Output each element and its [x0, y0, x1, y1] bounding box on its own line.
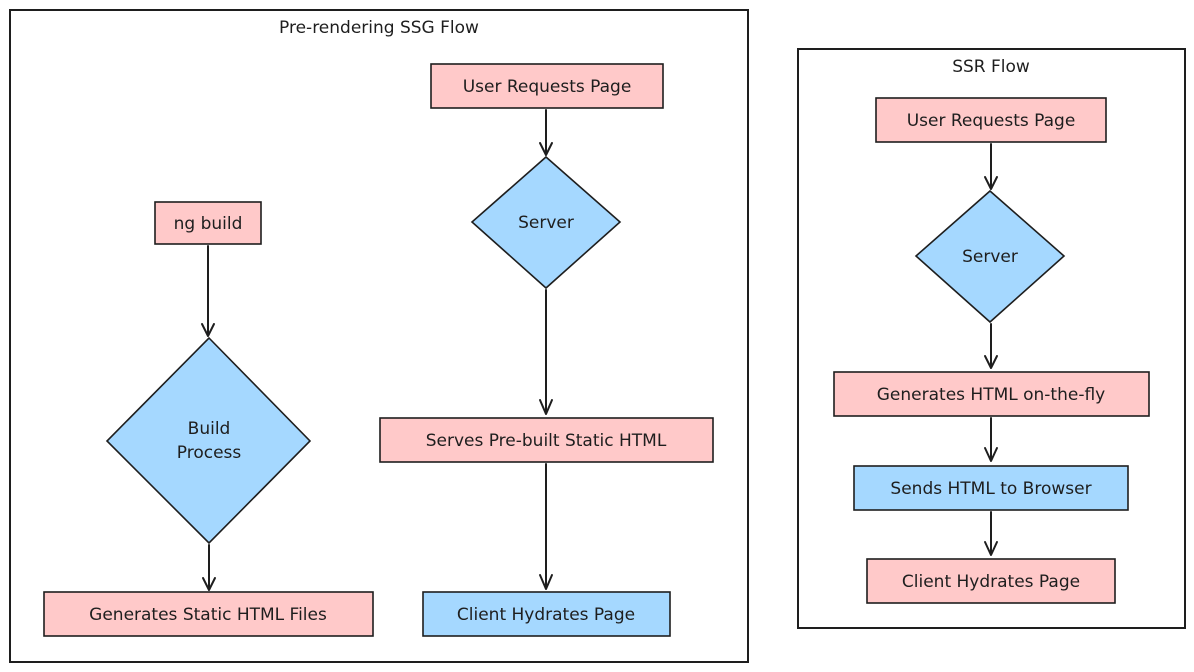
ng-build-box: [154, 201, 262, 245]
generates-static-label: Generates Static HTML Files: [89, 605, 327, 625]
ssg-client-hydrates-node: Client Hydrates Page: [422, 591, 671, 637]
generates-static-box: [43, 591, 374, 637]
ssr-user-requests-node: User Requests Page: [875, 97, 1107, 143]
ssg-flow-frame: Pre-rendering SSG Flow: [9, 9, 749, 663]
ssg-arrow-process-to-generate: [202, 544, 216, 591]
build-process-label-line2: Process: [177, 443, 242, 463]
ssg-client-hydrates-label: Client Hydrates Page: [457, 605, 635, 625]
ssg-serves-prebuilt-node: Serves Pre-built Static HTML: [379, 417, 714, 463]
ssr-client-hydrates-box: [866, 558, 1116, 604]
ssr-client-hydrates-label: Client Hydrates Page: [902, 572, 1080, 592]
build-process-diamond: [105, 336, 312, 545]
ng-build-label: ng build: [174, 214, 243, 234]
ssr-arrow-generates-to-sends: [984, 417, 998, 462]
ssr-server-diamond: [914, 189, 1066, 324]
serves-prebuilt-box: [379, 417, 714, 463]
ssr-server-label: Server: [962, 247, 1018, 267]
ssg-arrow-serves-to-client: [539, 463, 553, 590]
ssr-generates-html-label: Generates HTML on-the-fly: [877, 385, 1105, 405]
ssr-sends-html-box: [853, 465, 1129, 511]
ssr-user-requests-label: User Requests Page: [907, 111, 1076, 131]
ssg-user-requests-node: User Requests Page: [430, 63, 664, 109]
ssg-generates-static-node: Generates Static HTML Files: [43, 591, 374, 637]
ssr-client-hydrates-node: Client Hydrates Page: [866, 558, 1116, 604]
ssr-generates-html-box: [833, 371, 1150, 417]
ssg-user-requests-label: User Requests Page: [463, 77, 632, 97]
ssg-arrow-build-to-process: [201, 245, 215, 337]
ssr-sends-html-node: Sends HTML to Browser: [853, 465, 1129, 511]
ssg-server-node: Server: [470, 155, 622, 290]
ssr-server-node: Server: [914, 189, 1066, 324]
ssr-frame-border: [797, 48, 1186, 629]
ssr-arrow-server-to-generates: [984, 323, 998, 369]
ssg-frame-border: [9, 9, 749, 663]
ssr-arrow-sends-to-client: [984, 511, 998, 556]
ssg-frame-title: Pre-rendering SSG Flow: [279, 18, 479, 38]
build-process-label-line1: Build: [188, 419, 231, 439]
ssr-flow-frame: SSR Flow: [797, 48, 1186, 629]
ssr-frame-title: SSR Flow: [952, 57, 1030, 77]
serves-prebuilt-label: Serves Pre-built Static HTML: [426, 431, 667, 451]
ssg-user-requests-box: [430, 63, 664, 109]
ssg-build-process-node: Build Process: [105, 336, 312, 545]
ssr-sends-html-label: Sends HTML to Browser: [890, 479, 1091, 499]
ssr-arrow-user-to-server: [984, 143, 998, 190]
ssg-arrow-server-to-serves: [539, 289, 553, 415]
ssg-ng-build-node: ng build: [154, 201, 262, 245]
ssr-user-requests-box: [875, 97, 1107, 143]
ssg-client-hydrates-box: [422, 591, 671, 637]
ssg-server-diamond: [470, 155, 622, 290]
ssr-generates-html-node: Generates HTML on-the-fly: [833, 371, 1150, 417]
ssg-arrow-user-to-server: [539, 109, 553, 156]
ssg-server-label: Server: [518, 213, 574, 233]
